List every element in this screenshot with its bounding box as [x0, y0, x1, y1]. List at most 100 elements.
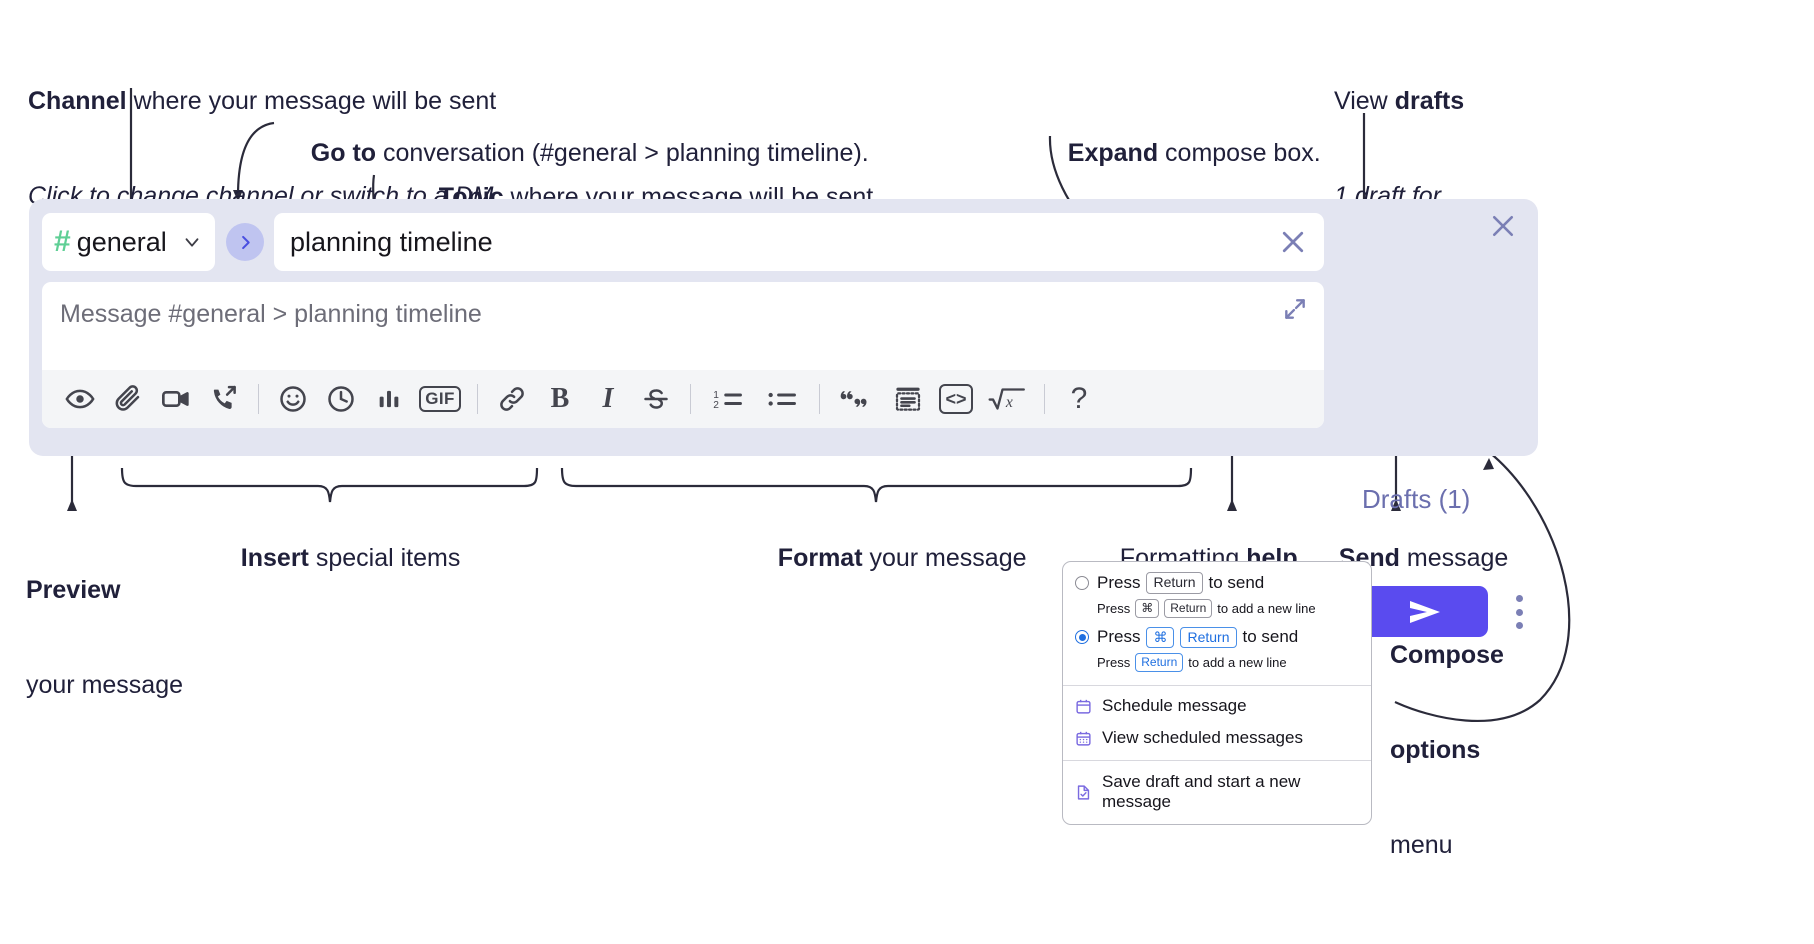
formatting-toolbar: GIF B I	[42, 370, 1324, 428]
attachment-icon[interactable]	[104, 377, 152, 421]
annotation-format: Format your message	[750, 511, 1027, 606]
kebab-dot	[1515, 608, 1523, 616]
bold-icon[interactable]: B	[536, 377, 584, 421]
menu-item-label: Schedule message	[1102, 696, 1247, 715]
annotation-compose-bold2: options	[1390, 735, 1481, 764]
bullet-list-icon[interactable]	[755, 377, 809, 421]
hash-icon: #	[54, 225, 71, 258]
annotation-preview-line2: your message	[26, 670, 184, 699]
calendar-icon	[1075, 698, 1092, 715]
menu-divider	[1063, 760, 1371, 761]
option2-pre: Press	[1097, 627, 1141, 647]
menu-divider	[1063, 685, 1371, 686]
go-to-conversation-button[interactable]	[226, 223, 264, 261]
blockquote-icon[interactable]	[830, 377, 884, 421]
drafts-link[interactable]: Drafts (1)	[1362, 484, 1471, 514]
menu-item-schedule-message[interactable]: Schedule message	[1063, 690, 1371, 722]
clock-icon[interactable]	[317, 377, 365, 421]
option1-pre: Press	[1097, 572, 1141, 592]
annotation-insert-bold: Insert	[240, 543, 309, 572]
annotation-compose-bold1: Compose	[1390, 640, 1504, 669]
compose-options-menu: Press Return to send Press ⌘ Return to a…	[1062, 561, 1372, 825]
annotation-drafts-bold: drafts	[1394, 86, 1465, 115]
channel-row: # general planning timeline	[42, 213, 1324, 271]
annotation-insert: Insert special items	[213, 511, 461, 606]
gif-icon[interactable]: GIF	[413, 377, 467, 421]
math-icon[interactable]: x	[980, 377, 1034, 421]
option1-key-return: Return	[1146, 572, 1203, 594]
option2-key-cmd: ⌘	[1146, 626, 1175, 648]
topic-input[interactable]: planning timeline	[274, 213, 1324, 271]
bold-label: B	[550, 383, 570, 414]
radio-return[interactable]	[1075, 575, 1089, 590]
annotation-drafts-plain: View	[1334, 86, 1395, 115]
menu-item-label: View scheduled messages	[1102, 728, 1303, 747]
topic-value: planning timeline	[290, 226, 493, 257]
preview-icon[interactable]	[56, 377, 104, 421]
clear-topic-icon[interactable]	[1278, 227, 1308, 257]
annotation-goto-rest: conversation (#general > planning timeli…	[376, 138, 869, 167]
option2-post: to send	[1242, 627, 1299, 647]
send-button[interactable]	[1361, 586, 1488, 637]
option1-sub-key-cmd: ⌘	[1135, 598, 1160, 618]
annotation-compose-options: Compose options menu	[1390, 576, 1504, 925]
option2-sub-pre: Press	[1097, 655, 1131, 670]
draft-group: Save draft and start a new message	[1063, 761, 1371, 824]
italic-icon[interactable]: I	[584, 377, 632, 421]
toolbar-divider	[477, 384, 478, 414]
annotation-format-rest: your message	[862, 543, 1027, 572]
inline-code-icon[interactable]: <>	[932, 377, 980, 421]
expand-icon[interactable]	[1282, 296, 1308, 322]
inline-code-label: <>	[939, 384, 973, 414]
annotation-insert-rest: special items	[308, 543, 461, 572]
compose-options-button[interactable]	[1508, 592, 1530, 632]
svg-text:x: x	[1005, 394, 1013, 411]
radio-cmd-return[interactable]	[1075, 630, 1089, 645]
option1-sub-pre: Press	[1097, 600, 1131, 616]
annotation-send-rest: message	[1399, 543, 1509, 572]
code-block-icon[interactable]	[884, 377, 932, 421]
save-draft-icon	[1075, 784, 1092, 801]
annotation-expand-bold: Expand	[1067, 138, 1159, 167]
toolbar-divider	[690, 384, 691, 414]
close-icon[interactable]	[1486, 209, 1520, 243]
menu-item-save-draft[interactable]: Save draft and start a new message	[1063, 766, 1371, 818]
ordered-list-icon[interactable]: 1 2	[701, 377, 755, 421]
menu-item-view-scheduled[interactable]: View scheduled messages	[1063, 722, 1371, 754]
option1-sub-key-return: Return	[1164, 598, 1213, 618]
annotation-compose-plain: menu	[1390, 831, 1453, 859]
kebab-dot	[1515, 622, 1523, 629]
send-option-cmd-return[interactable]: Press ⌘ Return to send Press Return to a…	[1063, 625, 1371, 672]
call-icon[interactable]	[200, 377, 248, 421]
gif-label: GIF	[419, 386, 461, 412]
message-input[interactable]: Message #general > planning timeline	[42, 282, 1324, 370]
send-shortcut-options: Press Return to send Press ⌘ Return to a…	[1063, 562, 1371, 685]
option2-sub-key-return: Return	[1135, 653, 1184, 672]
help-label: ?	[1070, 382, 1088, 415]
annotation-channel-bold: Channel	[28, 86, 127, 115]
video-icon[interactable]	[152, 377, 200, 421]
annotation-format-bold: Format	[777, 543, 863, 572]
emoji-icon[interactable]	[269, 377, 317, 421]
option2-key-return: Return	[1180, 626, 1237, 648]
menu-item-label: Save draft and start a new message	[1102, 772, 1301, 811]
annotation-preview: Preview your message	[26, 511, 183, 765]
italic-label: I	[602, 383, 614, 414]
toolbar-divider	[819, 384, 820, 414]
annotation-channel-rest: where your message will be sent	[126, 86, 497, 115]
link-icon[interactable]	[488, 377, 536, 421]
help-icon[interactable]: ?	[1055, 377, 1103, 421]
compose-inner: # general planning timeline	[42, 213, 1324, 428]
send-option-return[interactable]: Press Return to send Press ⌘ Return to a…	[1063, 570, 1371, 618]
chevron-down-icon	[181, 231, 203, 253]
schedule-group: Schedule message View scheduled messages	[1063, 686, 1371, 760]
toolbar-divider	[1044, 384, 1045, 414]
option2-sub-post: to add a new line	[1188, 655, 1287, 670]
annotation-goto-bold: Go to	[310, 138, 377, 167]
annotation-expand: Expand compose box.	[1040, 106, 1321, 201]
kebab-dot	[1515, 595, 1523, 602]
channel-selector[interactable]: # general	[42, 213, 215, 271]
poll-icon[interactable]	[365, 377, 413, 421]
svg-text:1: 1	[713, 390, 719, 401]
strikethrough-icon[interactable]	[632, 377, 680, 421]
